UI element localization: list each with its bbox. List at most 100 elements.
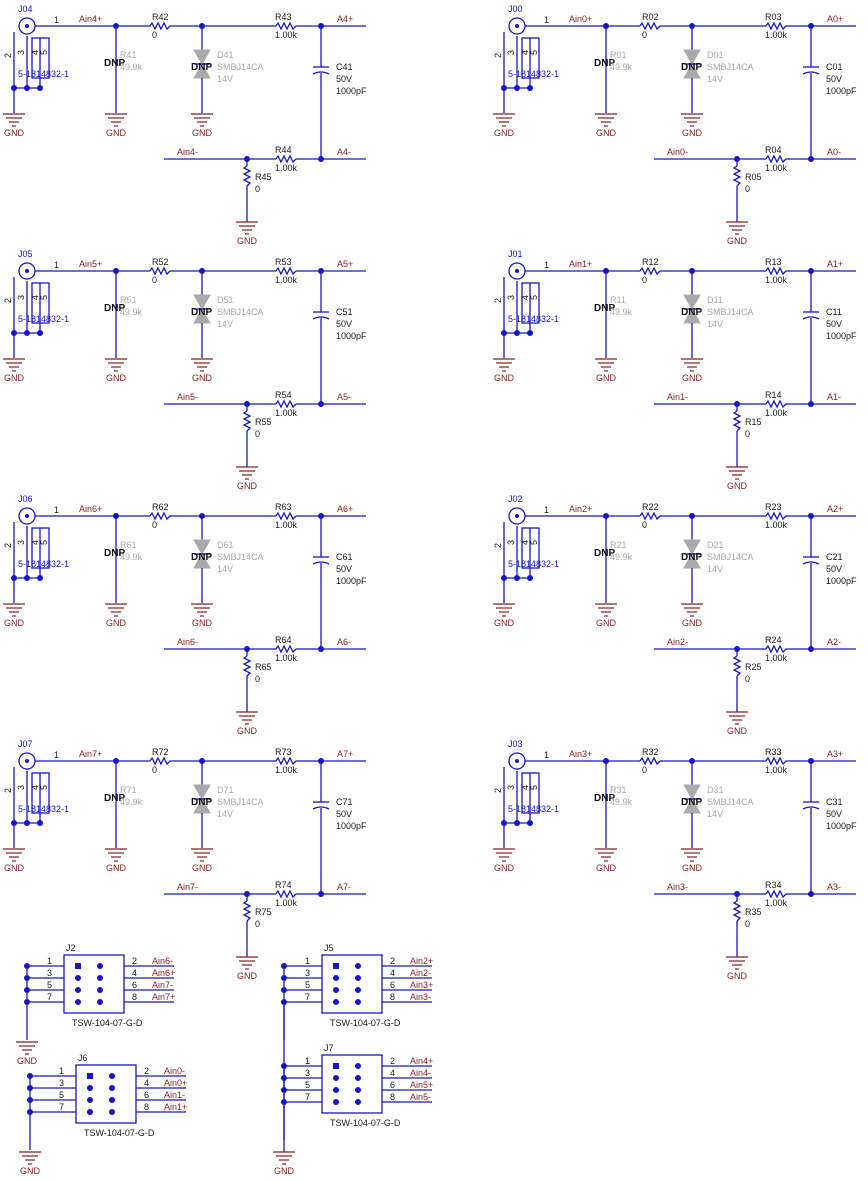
resistor-symbol [765, 266, 787, 276]
ground-symbol: GND [726, 956, 748, 981]
header-pin-1-pad [75, 963, 81, 969]
ground-label: GND [682, 373, 703, 383]
connector-body [31, 772, 50, 814]
ground-label: GND [4, 863, 25, 873]
dnp-res-ref: R51 [120, 295, 137, 305]
ground-label: GND [192, 863, 213, 873]
ground-label: GND [494, 863, 515, 873]
filter-res-minus-ref: R54 [275, 390, 292, 400]
dnp-label: DNP [104, 548, 125, 559]
header-net-label: Ain5- [410, 1092, 431, 1102]
connector-ref: J03 [508, 739, 523, 749]
diode-part: SMBJ14CA [217, 307, 264, 317]
junction-dot [24, 330, 30, 336]
resistor-symbol [275, 756, 297, 766]
dnp-res-value: 49.9k [610, 552, 633, 562]
header-pin-number: 8 [144, 1102, 149, 1112]
series-res-value: 0 [642, 765, 647, 775]
ground-res-ref: R25 [745, 662, 762, 672]
header-pad [109, 1073, 115, 1079]
series-res-ref: R62 [152, 502, 169, 512]
header-ref: J7 [324, 1043, 334, 1053]
resistor-symbol [275, 21, 297, 31]
connector-part: 5-1814832-1 [508, 559, 559, 569]
dnp-res-value: 49.9k [610, 307, 633, 317]
dnp-label: DNP [191, 307, 212, 318]
filter-res-plus-value: 1.00k [765, 520, 788, 530]
net-label-ain-plus: Ain0+ [569, 14, 592, 24]
cap-ref: C41 [336, 62, 353, 72]
dnp-label: DNP [594, 793, 615, 804]
pin-number: 4 [520, 785, 530, 790]
cap-plate-2 [802, 71, 820, 75]
header-pad [333, 1087, 339, 1093]
resistor-symbol [242, 655, 252, 677]
net-label-ain-plus: Ain6+ [79, 504, 102, 514]
header-pin-number: 2 [144, 1066, 149, 1076]
resistor-symbol [765, 756, 787, 766]
cap-plate-2 [802, 561, 820, 565]
pin-number: 2 [493, 788, 503, 793]
pin-number: 2 [493, 298, 503, 303]
ground-label: GND [237, 971, 258, 981]
ground-label: GND [17, 1056, 38, 1066]
header-net-label: Ain3- [410, 992, 431, 1002]
resistor-symbol [639, 756, 661, 766]
header-pad [97, 975, 103, 981]
diode-ref: D21 [707, 540, 724, 550]
series-res-ref: R32 [642, 747, 659, 757]
junction-dot [808, 891, 814, 897]
header-net-label: Ain1+ [164, 1102, 187, 1112]
header-pad [75, 999, 81, 1005]
cap-ref: C11 [826, 307, 842, 317]
header-pad [333, 975, 339, 981]
pin-number: 4 [520, 295, 530, 300]
connector-body [31, 37, 50, 79]
connector-ref: J01 [508, 249, 523, 259]
bnc-center [25, 759, 29, 763]
pin-number: 4 [30, 50, 40, 55]
dnp-label: DNP [104, 793, 125, 804]
header-net-label: Ain0+ [164, 1078, 187, 1088]
cap-value: 1000pF [336, 821, 367, 831]
header-pad [109, 1109, 115, 1115]
header-pin-number: 3 [59, 1078, 64, 1088]
header-pin-number: 7 [305, 1092, 310, 1102]
connector-part: 5-1814832-1 [508, 69, 559, 79]
resistor-symbol [639, 21, 661, 31]
cap-ref: C51 [336, 307, 353, 317]
cap-value: 1000pF [336, 331, 367, 341]
resistor-symbol [275, 154, 297, 164]
resistor-symbol [275, 889, 297, 899]
connector-ref: J07 [18, 739, 33, 749]
junction-dot [514, 330, 520, 336]
header-pin-number: 7 [305, 992, 310, 1002]
filter-res-minus-ref: R44 [275, 145, 292, 155]
ground-label: GND [494, 373, 515, 383]
diode-voltage: 14V [217, 319, 233, 329]
cap-value: 1000pF [826, 576, 857, 586]
ground-label: GND [274, 1166, 295, 1176]
header-part: TSW-104-07-G-D [330, 1018, 401, 1028]
diode-part: SMBJ14CA [707, 307, 754, 317]
connector-ref: J02 [508, 494, 523, 504]
diode-voltage: 14V [707, 809, 723, 819]
bnc-center [25, 269, 29, 273]
diode-voltage: 14V [707, 319, 723, 329]
net-label-ain-plus: Ain5+ [79, 259, 102, 269]
diode-ref: D11 [707, 295, 723, 305]
header-part: TSW-104-07-G-D [72, 1018, 143, 1028]
pin-number: 2 [3, 543, 13, 548]
header-pin-number: 1 [305, 1056, 310, 1066]
filter-res-minus-value: 1.00k [765, 163, 788, 173]
pin-number: 3 [16, 540, 26, 545]
header-net-label: Ain6- [152, 956, 173, 966]
diode-part: SMBJ14CA [217, 62, 264, 72]
ground-res-value: 0 [745, 184, 750, 194]
ground-label: GND [192, 128, 213, 138]
dnp-res-ref: R61 [120, 540, 137, 550]
net-label-a-minus: A2- [827, 637, 841, 647]
header-part: TSW-104-07-G-D [330, 1118, 401, 1128]
